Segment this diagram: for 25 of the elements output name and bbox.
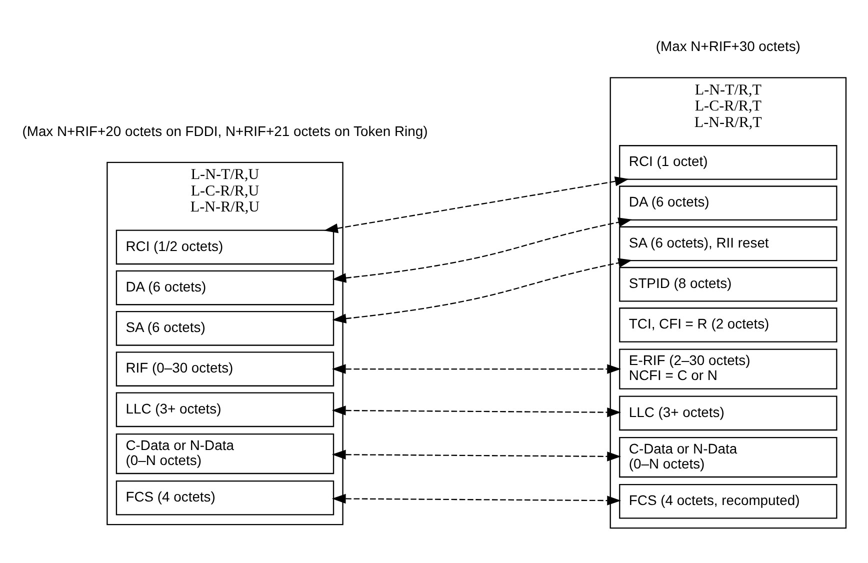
node-box: LLC (3+ octets) xyxy=(115,392,334,427)
arrow xyxy=(323,176,628,233)
arrow xyxy=(331,405,621,417)
node-box: LLC (3+ octets) xyxy=(618,395,837,430)
node-box: DA (6 octets) xyxy=(115,270,334,305)
node-box: STPID (8 octets) xyxy=(618,266,837,302)
node-box: RIF (0–30 octets) xyxy=(115,351,334,386)
node-box: FCS (4 octets) xyxy=(115,480,334,515)
node-label: (Max N+RIF+30 octets) xyxy=(655,38,800,54)
arrow xyxy=(331,364,621,374)
node-box: RCI (1 octet) xyxy=(618,144,837,180)
node-box: C-Data or N-Data (0–N octets) xyxy=(618,436,837,478)
node-box: TCI, CFI = R (2 octets) xyxy=(618,307,837,342)
node-box: C-Data or N-Data (0–N octets) xyxy=(115,432,334,474)
node-label: (Max N+RIF+20 octets on FDDI, N+RIF+21 octets on Token Ring) xyxy=(22,122,428,138)
node-box: E-RIF (2–30 octets) NCFI = C or N xyxy=(618,348,837,389)
node-box: DA (6 octets) xyxy=(618,185,837,220)
arrow xyxy=(331,493,621,505)
arrow xyxy=(331,449,621,461)
node-box: SA (6 octets), RII reset xyxy=(618,226,837,261)
node-box: FCS (4 octets, recomputed) xyxy=(618,483,837,518)
arrow xyxy=(332,217,632,282)
arrow xyxy=(332,258,632,323)
node-box: SA (6 octets) xyxy=(115,310,334,346)
node-box: RCI (1/2 octets) xyxy=(115,229,334,264)
